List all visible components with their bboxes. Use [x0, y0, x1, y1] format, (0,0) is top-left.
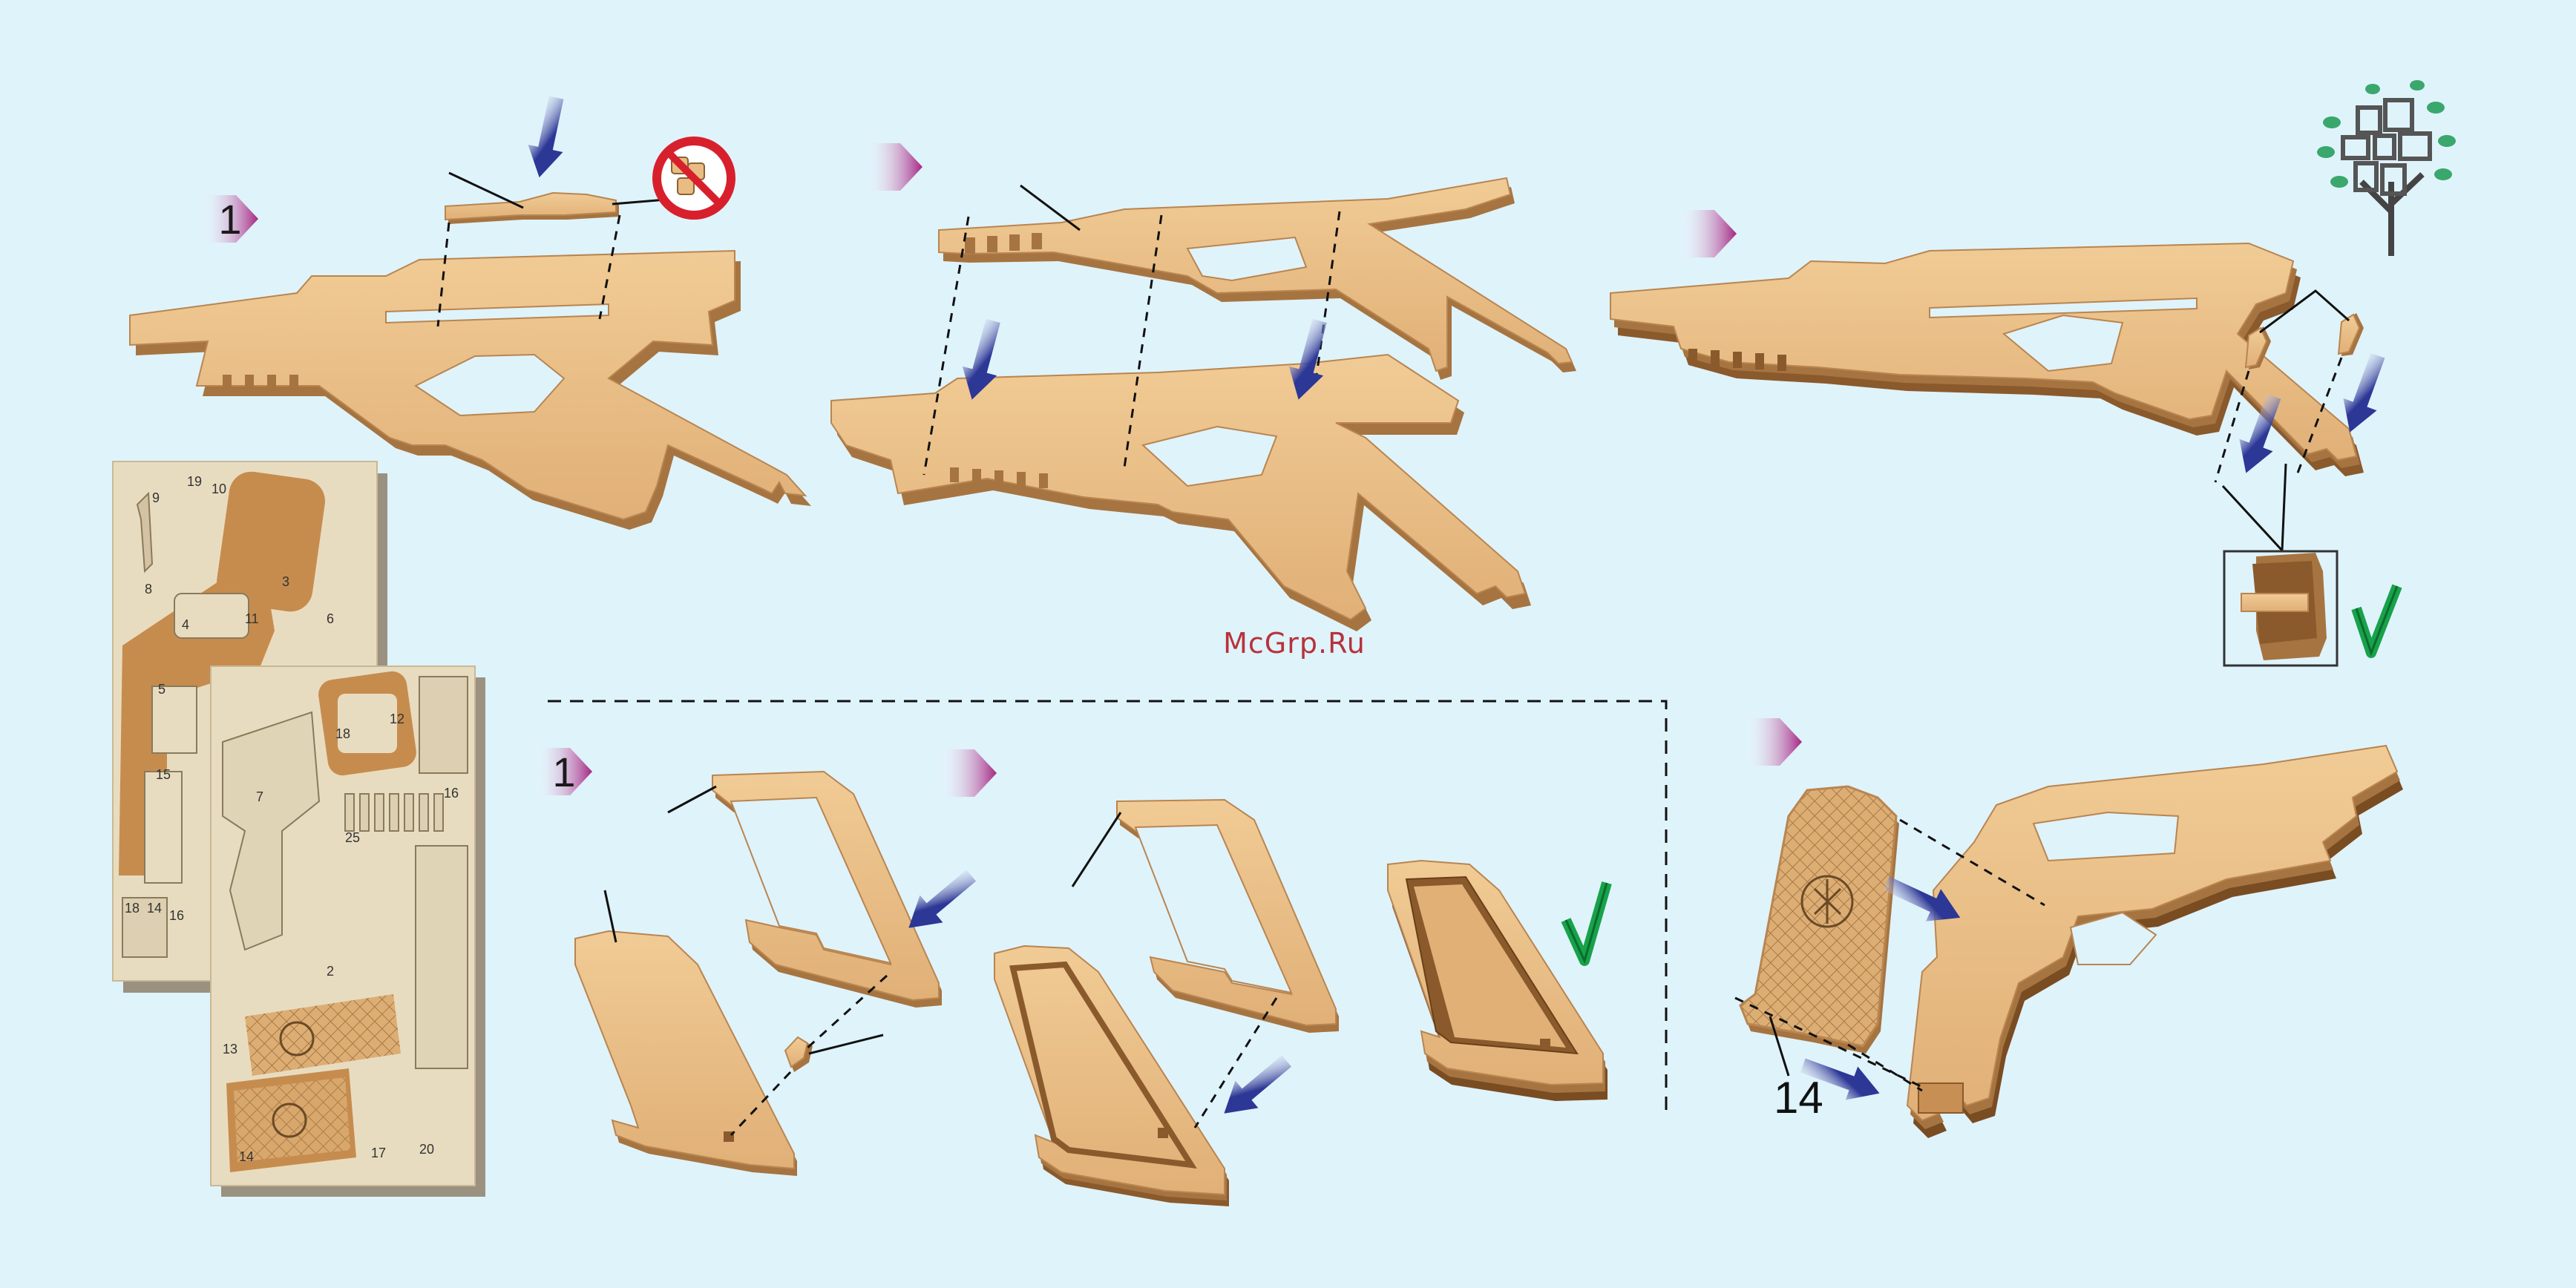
- step-badge-1: 1: [200, 195, 258, 243]
- step-number-1: 1: [218, 196, 241, 243]
- step2-slide-assembly: [831, 178, 1576, 631]
- magazine-frame-part-5: [1117, 800, 1339, 1033]
- sheet-a-label-6: 11: [245, 611, 259, 626]
- sheet-a-label-8: 5: [158, 682, 165, 697]
- sheet-b-label-2: 7: [256, 789, 263, 804]
- final-frame: [1907, 746, 2403, 1138]
- sheet-a-label-2: 10: [212, 482, 226, 496]
- sheet-a-label-12: 16: [169, 908, 184, 923]
- leader-lines-detail: [2223, 464, 2286, 551]
- sheet-a-label-3: 8: [145, 582, 152, 597]
- detail-inset-box: [2224, 551, 2337, 666]
- checkmark-icon-magazine: [1566, 883, 1607, 961]
- step-badge-3: [1679, 210, 1737, 257]
- watermark-text: McGrp.Ru: [1223, 627, 1366, 660]
- base-plate-part: [575, 931, 797, 1176]
- sheet-b-label-8: 17: [371, 1146, 386, 1160]
- sheet-b-label-4: 16: [444, 786, 459, 801]
- pin-part-magazine: [785, 1037, 813, 1072]
- step3-pin-assembly: [1610, 243, 2397, 666]
- completed-magazine: [1388, 861, 1607, 1101]
- step-badge-4: 1: [534, 748, 592, 795]
- sheet-a-label-10: 18: [125, 901, 140, 916]
- checkmark-icon-step3: [2356, 586, 2397, 653]
- sheet-a-label-5: 6: [327, 611, 334, 626]
- parts-sheet-b: 18 12 7 25 16 13 2 14 17 20: [211, 666, 485, 1197]
- upper-slide-part: [939, 178, 1576, 380]
- sheet-a-label-1: 19: [187, 474, 202, 489]
- sheet-b-label-1: 12: [390, 712, 404, 726]
- assembled-frame-top: [1610, 243, 2356, 460]
- sheet-b-label-3: 25: [345, 830, 360, 845]
- leader-line-frame-5: [1072, 812, 1121, 887]
- leader-line-pin-magazine: [809, 1035, 883, 1054]
- sheet-a-label-11: 14: [147, 901, 162, 916]
- step-number-4: 1: [552, 749, 575, 795]
- step-badge-6: [1744, 718, 1802, 766]
- sheet-a-label-9: 15: [156, 767, 171, 782]
- lower-frame-part: [831, 355, 1531, 631]
- magazine-frame-part: [712, 772, 942, 1008]
- arrow-step5: [1213, 1048, 1298, 1127]
- sheet-a-label-4: 3: [282, 574, 289, 589]
- sheet-b-label-7: 14: [239, 1149, 254, 1164]
- step-badge-5: [939, 749, 997, 797]
- sheet-b-label-9: 20: [419, 1142, 434, 1157]
- leader-line-frame-4: [668, 786, 716, 812]
- no-glue-icon: [657, 141, 731, 215]
- pin-part-right: [2339, 313, 2364, 356]
- sheet-b-label-6: 2: [327, 964, 334, 979]
- sheet-a-label-7: 4: [182, 617, 189, 632]
- sheet-b-label-0: 18: [335, 726, 350, 741]
- part-number-14: 14: [1774, 1073, 1823, 1123]
- leader-line-lever: [449, 173, 523, 208]
- arrow-down-step1: [522, 94, 574, 182]
- grip-panel-part: [1740, 786, 1899, 1054]
- small-lever-part: [445, 193, 619, 224]
- tree-logo: [2317, 80, 2456, 256]
- sheet-a-label-0: 9: [152, 490, 160, 505]
- sheet-b-label-5: 13: [223, 1042, 237, 1057]
- step5-magazine-assembly: [994, 800, 1339, 1206]
- step-badge-2: [865, 143, 922, 191]
- step4-magazine-assembly: [575, 772, 983, 1176]
- step6-grip-assembly: 14: [1735, 746, 2403, 1138]
